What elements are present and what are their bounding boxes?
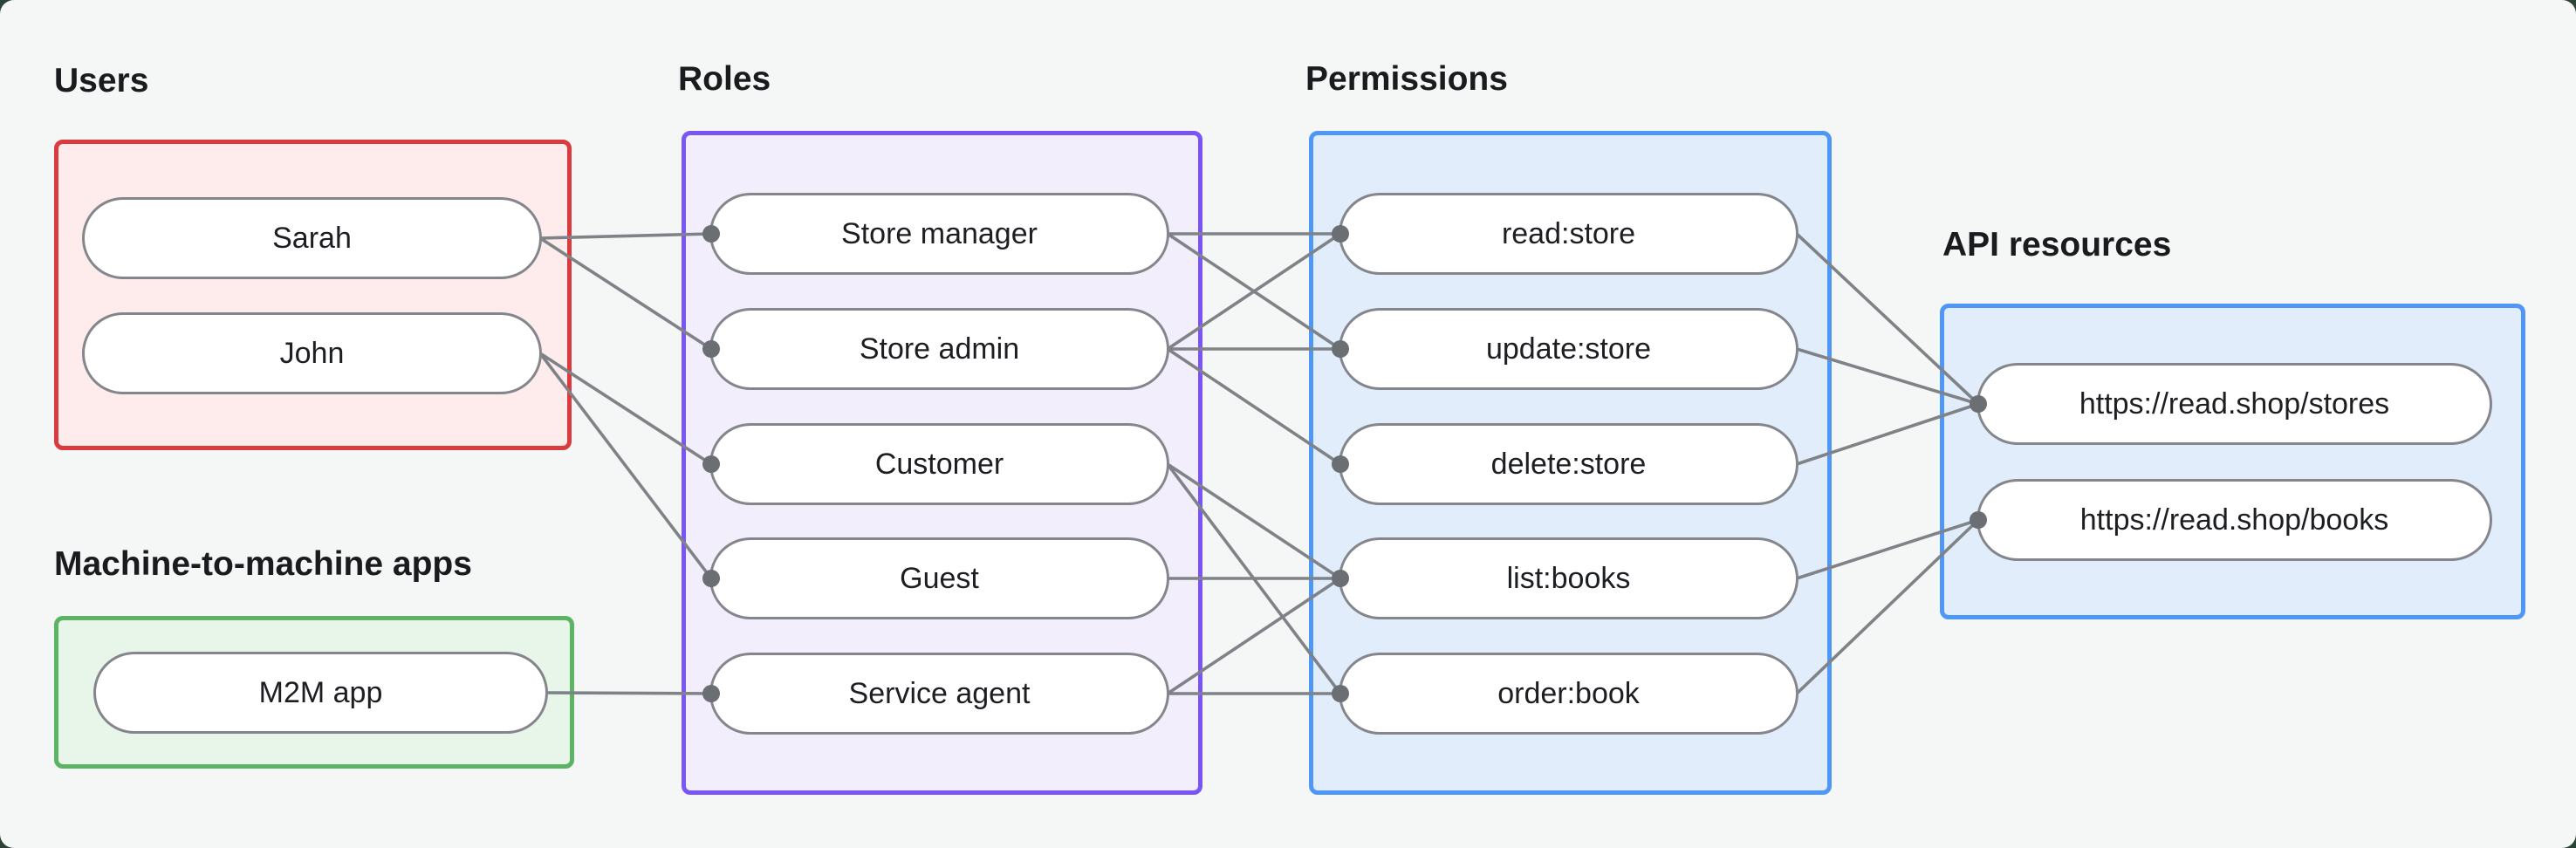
role-node-service-agent: Service agent — [709, 653, 1169, 735]
api-resource-node-books: https://read.shop/books — [1977, 479, 2492, 561]
permissions-group-label: Permissions — [1305, 60, 1508, 98]
permission-node-update-store: update:store — [1339, 308, 1798, 390]
roles-group-label: Roles — [678, 60, 771, 98]
permission-node-read-store: read:store — [1339, 193, 1798, 275]
user-node-john: John — [82, 312, 542, 394]
role-node-store-admin: Store admin — [709, 308, 1169, 390]
api-resources-group-label: API resources — [1942, 226, 2172, 263]
m2m-apps-group-label: Machine-to-machine apps — [54, 545, 472, 583]
role-node-customer: Customer — [709, 423, 1169, 505]
permission-node-list-books: list:books — [1339, 537, 1798, 619]
api-resources-group-box — [1940, 304, 2525, 619]
user-node-sarah: Sarah — [82, 197, 542, 279]
users-group-label: Users — [54, 62, 149, 99]
m2m-app-node: M2M app — [93, 652, 548, 734]
permission-node-order-book: order:book — [1339, 653, 1798, 735]
permission-node-delete-store: delete:store — [1339, 423, 1798, 505]
role-node-store-manager: Store manager — [709, 193, 1169, 275]
role-node-guest: Guest — [709, 537, 1169, 619]
users-group-box — [54, 140, 572, 450]
api-resource-node-stores: https://read.shop/stores — [1977, 363, 2492, 445]
